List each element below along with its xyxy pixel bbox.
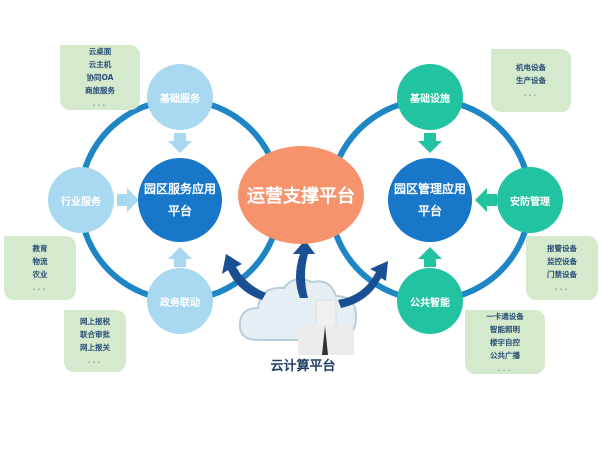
box-item: 云桌面 (88, 47, 112, 56)
arrow-up-left (168, 247, 192, 267)
node-basic-services[interactable]: 基础服务 (147, 64, 213, 130)
box-item: 云主机 (88, 60, 112, 69)
box-basic-services-items: 云桌面 云主机 协同OA 商旅服务 ... (60, 45, 140, 110)
box-item: ... (523, 89, 539, 98)
core-label-line1: 园区服务应用 (143, 182, 216, 196)
node-label: 行业服务 (61, 196, 101, 208)
node-label: 公共智能 (410, 297, 450, 309)
hub-label: 运营支撑平台 (247, 186, 355, 207)
arrow-down-left (168, 133, 192, 153)
arrow-right-left (117, 188, 139, 212)
box-government-items: 网上报税 联合审批 网上报关 ... (64, 310, 126, 372)
box-infrastructure-items: 机电设备 生产设备 ... (491, 49, 571, 112)
box-item: 商旅服务 (85, 86, 115, 95)
box-item: ... (497, 363, 513, 373)
arrow-cloud-right (338, 261, 388, 308)
box-item: 智能照明 (490, 324, 520, 334)
node-government-linkage[interactable]: 政务联动 (147, 268, 213, 334)
cloud-icon (238, 278, 358, 355)
box-public-intelligence-items: 一卡通设备 智能照明 楼宇自控 公共广播 ... (465, 310, 545, 374)
box-item: 生产设备 (516, 76, 546, 85)
box-item: 门禁设备 (547, 270, 577, 279)
node-label: 安防管理 (510, 196, 550, 208)
box-item: 网上报税 (80, 317, 110, 326)
arrow-left-right (475, 188, 497, 212)
box-item: 物流 (32, 257, 48, 266)
box-item: 农业 (32, 270, 48, 279)
core-label-line2: 平台 (417, 204, 442, 218)
box-item: 网上报关 (80, 343, 110, 352)
park-service-app-platform[interactable]: 园区服务应用平台 (138, 158, 222, 242)
box-item: 协同OA (86, 73, 114, 82)
box-item: 公共广播 (490, 350, 520, 360)
box-item: 监控设备 (547, 257, 577, 266)
core-label-line2: 平台 (167, 204, 192, 218)
node-security-management[interactable]: 安防管理 (497, 167, 563, 233)
arrow-cloud-left (222, 254, 266, 300)
box-item: ... (32, 283, 48, 292)
box-item: 联合审批 (80, 330, 110, 339)
box-security-items: 报警设备 监控设备 门禁设备 ... (526, 236, 598, 300)
box-item: 楼宇自控 (490, 337, 520, 347)
box-item: ... (87, 356, 103, 365)
node-label: 基础服务 (160, 93, 200, 105)
node-infrastructure[interactable]: 基础设施 (397, 64, 463, 130)
box-item: ... (554, 283, 570, 292)
park-management-app-platform[interactable]: 园区管理应用平台 (388, 158, 472, 242)
box-industry-items: 教育 物流 农业 ... (4, 236, 76, 300)
node-label: 政务联动 (160, 297, 200, 309)
node-industry-services[interactable]: 行业服务 (48, 167, 114, 233)
box-item: 报警设备 (547, 244, 577, 253)
node-label: 基础设施 (410, 93, 450, 105)
box-item: 机电设备 (516, 63, 546, 72)
box-item: 一卡通设备 (486, 311, 524, 321)
box-item: 教育 (32, 244, 48, 253)
core-label-line1: 园区管理应用 (393, 182, 466, 196)
cloud-platform-label: 云计算平台 (270, 359, 336, 374)
node-public-intelligence[interactable]: 公共智能 (397, 268, 463, 334)
operations-support-platform[interactable]: 运营支撑平台 (238, 146, 364, 244)
box-item: ... (92, 99, 108, 108)
arrow-down-right (418, 133, 442, 153)
arrow-cloud-up (293, 240, 315, 298)
arrow-up-right (418, 247, 442, 267)
